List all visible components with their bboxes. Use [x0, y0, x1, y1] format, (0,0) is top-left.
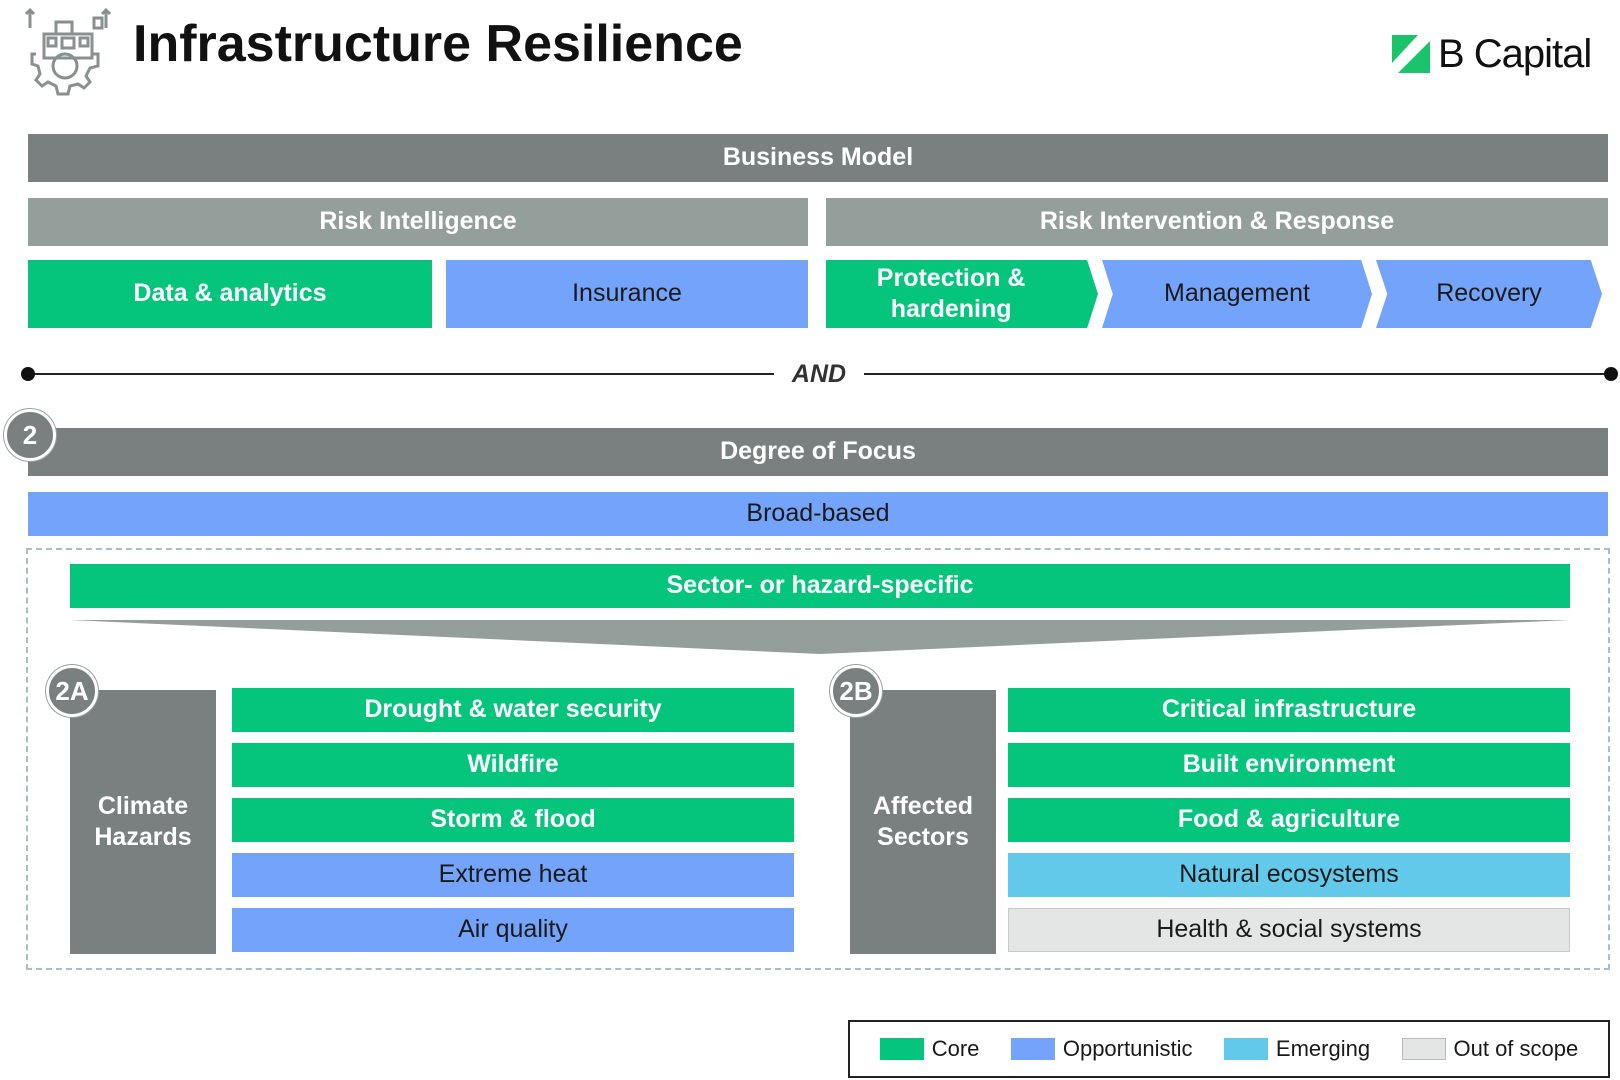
legend-swatch [879, 1038, 924, 1060]
recovery-label: Recovery [1436, 279, 1542, 308]
sector-item: Health & social systems [1008, 908, 1570, 952]
business-model-header: Business Model [28, 134, 1608, 182]
climate-hazards-line2: Hazards [94, 823, 192, 851]
hazard-item: Storm & flood [232, 798, 794, 842]
insurance-box: Insurance [446, 260, 808, 328]
b-capital-logo: B Capital [1392, 28, 1610, 80]
legend-swatch [1223, 1038, 1268, 1060]
legend-label: Out of scope [1453, 1036, 1579, 1061]
protection-hardening-chevron: Protection & hardening [826, 260, 1098, 328]
and-connector-left-line [28, 373, 774, 375]
sector-item: Natural ecosystems [1008, 853, 1570, 897]
legend: Core Opportunistic Emerging Out of scope [848, 1020, 1610, 1078]
broad-based-bar: Broad-based [28, 492, 1608, 536]
hazard-item: Air quality [232, 908, 794, 952]
sectors-badge: 2B [830, 665, 882, 717]
logo-wordmark: B Capital [1438, 31, 1592, 76]
affected-sectors-panel: Affected Sectors [850, 690, 996, 954]
legend-swatch [1401, 1038, 1446, 1060]
factory-gear-icon [22, 6, 118, 102]
affected-sectors-line1: Affected [872, 791, 973, 820]
degree-of-focus-header: Degree of Focus [28, 428, 1608, 476]
hazard-item: Drought & water security [232, 688, 794, 732]
climate-hazards-line1: Climate [97, 791, 189, 820]
b-capital-logo-icon [1392, 35, 1430, 73]
and-connector-label: AND [791, 360, 847, 388]
legend-label: Opportunistic [1062, 1036, 1193, 1061]
sector-item: Critical infrastructure [1008, 688, 1570, 732]
legend-item-emerging: Emerging [1223, 1036, 1371, 1062]
legend-item-core: Core [879, 1036, 980, 1062]
sector-hazard-specific-bar: Sector- or hazard-specific [70, 564, 1570, 608]
hazards-badge: 2A [46, 665, 98, 717]
focus-badge: 2 [4, 409, 56, 461]
legend-swatch [1010, 1038, 1055, 1060]
and-connector-right-dot [1604, 367, 1618, 381]
legend-label: Core [931, 1036, 980, 1061]
legend-item-out-of-scope: Out of scope [1401, 1036, 1579, 1062]
and-connector-right-line [864, 373, 1610, 375]
legend-item-opportunistic: Opportunistic [1010, 1036, 1193, 1062]
and-connector-left-dot [21, 367, 35, 381]
hazard-item: Wildfire [232, 743, 794, 787]
management-label: Management [1164, 279, 1310, 308]
risk-intervention-header: Risk Intervention & Response [826, 198, 1608, 246]
recovery-chevron: Recovery [1376, 260, 1602, 328]
specific-focus-container [26, 548, 1610, 970]
protection-line2: hardening [890, 295, 1012, 323]
legend-label: Emerging [1275, 1036, 1371, 1061]
data-analytics-box: Data & analytics [28, 260, 432, 328]
page-title: Infrastructure Resilience [133, 15, 743, 73]
climate-hazards-panel: Climate Hazards [70, 690, 216, 954]
sector-item: Food & agriculture [1008, 798, 1570, 842]
risk-intelligence-header: Risk Intelligence [28, 198, 808, 246]
sector-item: Built environment [1008, 743, 1570, 787]
management-chevron: Management [1102, 260, 1372, 328]
protection-line1: Protection & [876, 263, 1026, 292]
affected-sectors-line2: Sectors [877, 823, 969, 851]
hazard-item: Extreme heat [232, 853, 794, 897]
